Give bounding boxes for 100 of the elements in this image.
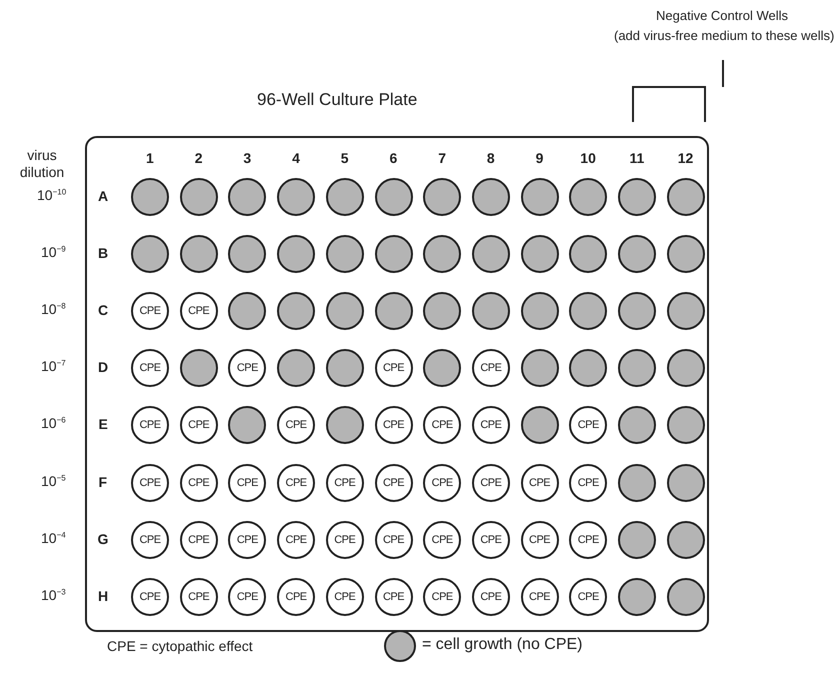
well (374, 235, 412, 274)
well (472, 292, 510, 330)
cpe-well: CPE (520, 520, 559, 559)
dilution-value: 10$^{−8}$ (41, 301, 66, 318)
well (326, 235, 364, 274)
dilution-value: 10$^{−7}$ (41, 358, 66, 374)
column-number: 3 (243, 150, 252, 166)
well (666, 520, 705, 559)
cpe-well: CPE (131, 464, 169, 502)
cpe-well: CPE (374, 520, 412, 559)
well (180, 349, 218, 388)
row-letter: E (98, 416, 108, 432)
column-number: 5 (340, 150, 349, 166)
cpe-well: CPE (180, 464, 218, 502)
column-number: 9 (536, 150, 544, 166)
cpe-well: CPE (374, 578, 412, 616)
cpe-well: CPE (472, 578, 510, 616)
cpe-well: CPE (374, 406, 412, 444)
well (618, 292, 656, 330)
cpe-well: CPE (423, 464, 462, 502)
well (520, 235, 559, 274)
well (374, 292, 412, 330)
well (180, 235, 218, 274)
column-number: 11 (630, 150, 644, 166)
cpe-well: CPE (277, 406, 316, 444)
well (618, 406, 656, 444)
legend-note: CPE = cytopathic effect (107, 638, 253, 654)
well (520, 292, 559, 330)
cpe-well: CPE (520, 578, 559, 616)
well (520, 406, 559, 444)
cpe-well: CPE (520, 464, 559, 502)
dilution-value: 10$^{−4}$ (41, 530, 66, 546)
cpe-well: CPE (569, 578, 608, 616)
well (228, 178, 266, 216)
well (569, 235, 608, 274)
column-number: 12 (678, 150, 694, 166)
column-number: 10 (580, 150, 596, 166)
well (423, 349, 462, 388)
cpe-well: CPE (131, 292, 169, 330)
row-letter: D (98, 359, 108, 376)
annotation-heading: Negative Control Wells (656, 8, 788, 23)
cpe-well: CPE (569, 520, 608, 559)
well (666, 292, 705, 330)
well (423, 178, 462, 216)
column-number: 1 (146, 150, 154, 166)
well (277, 235, 316, 274)
cpe-well: CPE (374, 464, 412, 502)
cpe-well: CPE (569, 464, 608, 502)
row-letter: C (98, 302, 108, 318)
plate-heading: 96-Well Culture Plate (257, 90, 418, 110)
well (326, 406, 364, 444)
cpe-well: CPE (326, 578, 364, 616)
well (472, 178, 510, 216)
cpe-well: CPE (423, 578, 462, 616)
cpe-well: CPE (277, 464, 316, 502)
cpe-well: CPE (228, 520, 266, 559)
well (666, 235, 705, 274)
well (228, 235, 266, 274)
well (666, 578, 705, 616)
well (131, 178, 169, 216)
well (520, 349, 559, 388)
well (228, 292, 266, 330)
well (666, 406, 705, 444)
row-letter: G (98, 530, 108, 547)
well (569, 178, 608, 216)
cpe-well: CPE (569, 406, 608, 444)
dilution-value: 10$^{−6}$ (41, 415, 66, 432)
axis-title: virus dilution (18, 147, 66, 181)
legend-label: = cell growth (no CPE) (422, 636, 583, 654)
well (618, 178, 656, 216)
well (569, 292, 608, 330)
well (423, 292, 462, 330)
cpe-well: CPE (180, 406, 218, 444)
cpe-well: CPE (131, 578, 169, 616)
cpe-well: CPE (472, 520, 510, 559)
well (277, 349, 316, 388)
well (228, 406, 266, 444)
cpe-well: CPE (180, 520, 218, 559)
well (666, 349, 705, 388)
well (180, 178, 218, 216)
well (618, 235, 656, 274)
well (277, 292, 316, 330)
well (472, 235, 510, 274)
cpe-well: CPE (131, 520, 169, 559)
row-letter: A (98, 188, 108, 204)
column-number: 4 (292, 150, 300, 166)
well (326, 349, 364, 388)
cpe-well: CPE (228, 349, 266, 388)
column-number: 7 (438, 150, 446, 166)
cpe-well: CPE (326, 520, 364, 559)
dilution-value: 10$^{−9}$ (41, 244, 66, 260)
cpe-well: CPE (131, 349, 169, 388)
well (666, 464, 705, 502)
cpe-well: CPE (374, 349, 412, 388)
column-number: 2 (194, 150, 202, 166)
cpe-well: CPE (228, 578, 266, 616)
well (618, 520, 656, 559)
cpe-well: CPE (228, 464, 266, 502)
well (618, 578, 656, 616)
well (423, 235, 462, 274)
